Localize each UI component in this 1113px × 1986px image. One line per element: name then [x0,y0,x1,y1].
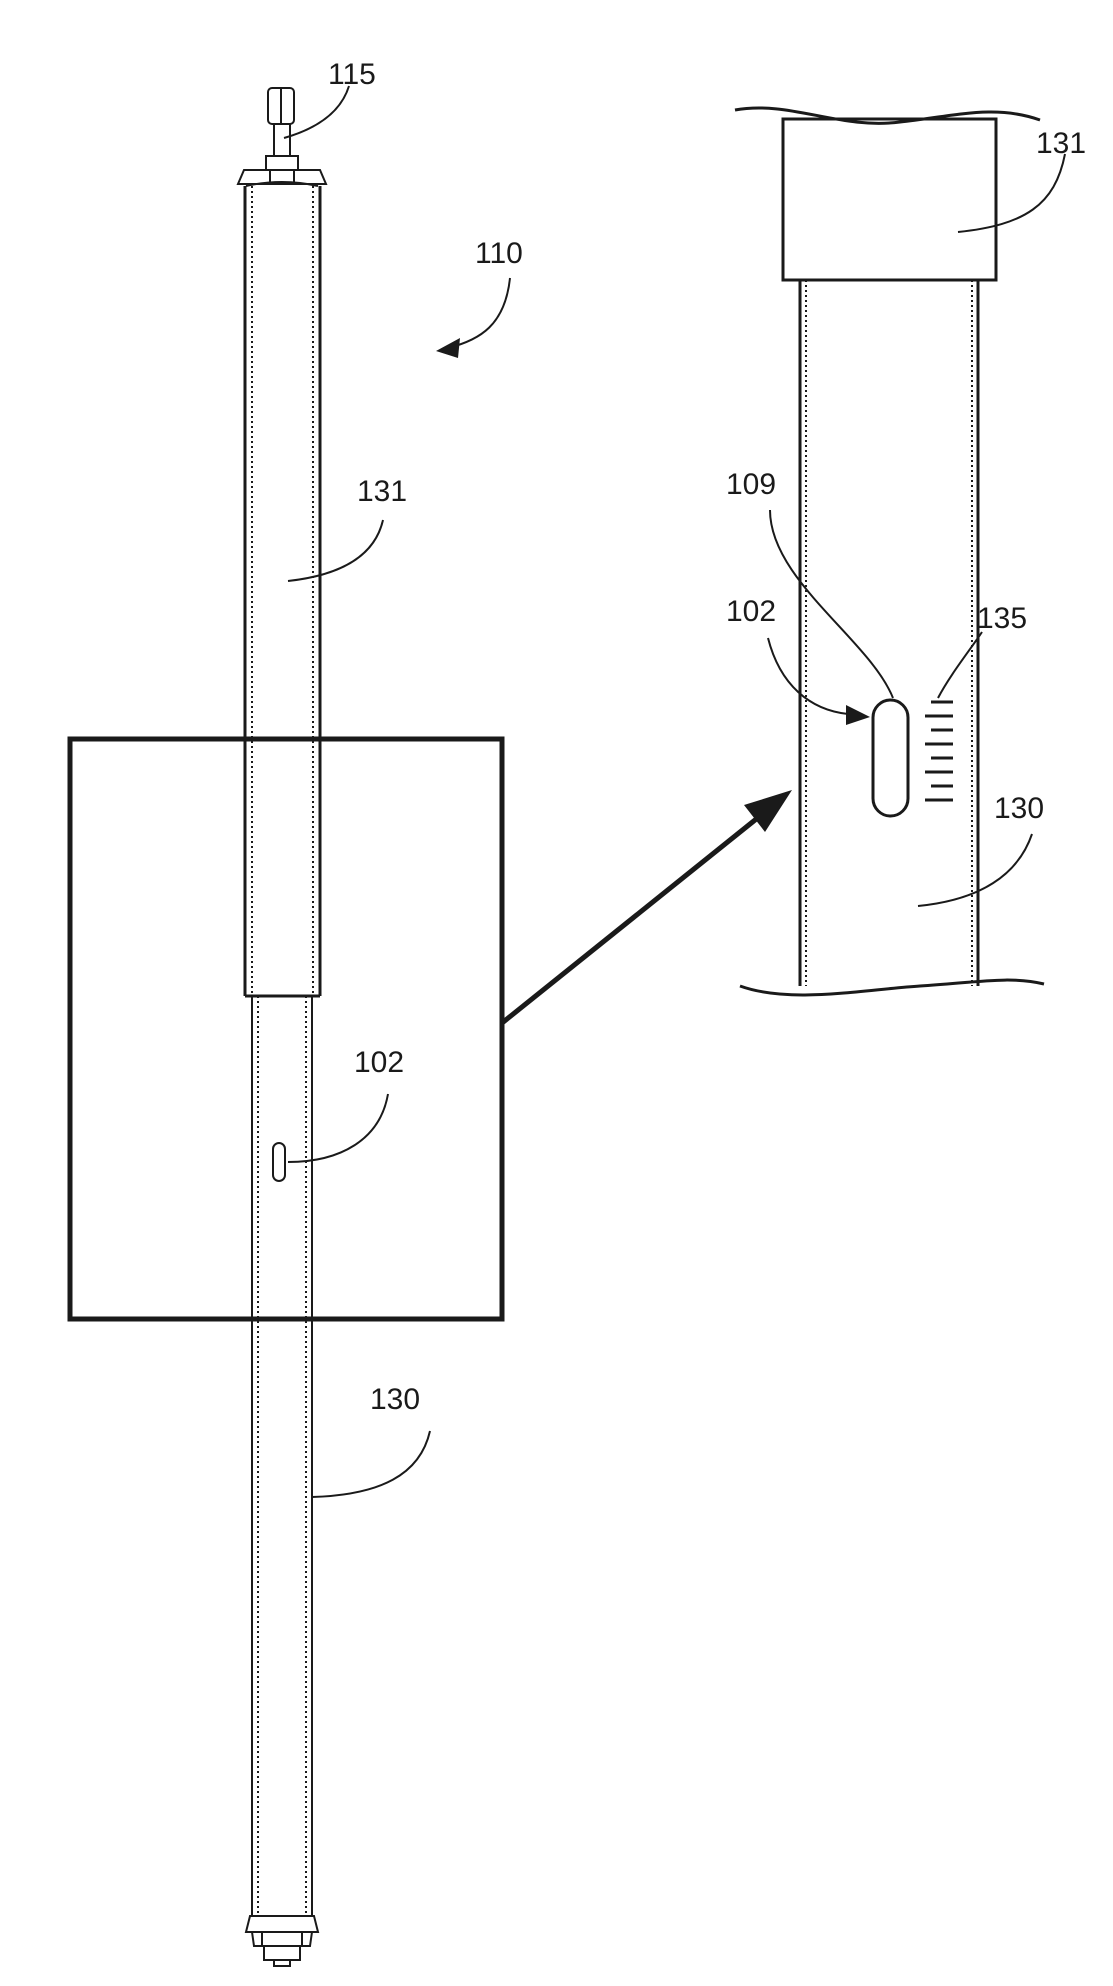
label-102-detail: 102 [726,595,776,628]
label-130-main: 130 [370,1383,420,1416]
label-115: 115 [328,58,376,91]
detail-outer-tube [783,119,996,280]
inner-tube [252,996,312,1916]
outer-tube [245,182,320,996]
label-110: 110 [475,237,523,270]
label-109-detail: 109 [726,468,776,501]
label-135-detail: 135 [977,602,1027,635]
label-102-main: 102 [354,1046,404,1079]
label-130-detail: 130 [994,792,1044,825]
magnification-box [70,739,502,1319]
top-end-fitting [238,88,326,184]
label-131-main: 131 [357,475,407,508]
slot-main [273,1143,285,1181]
label-131-detail: 131 [1036,127,1086,160]
telescoping-assembly [238,88,326,1966]
detail-break-top [735,108,1040,123]
slot-detail [873,700,908,816]
detail-break-bottom [740,980,1044,995]
leader-lines [284,86,1065,1497]
bottom-end-fitting [246,1916,318,1966]
scale-ticks [925,702,953,800]
